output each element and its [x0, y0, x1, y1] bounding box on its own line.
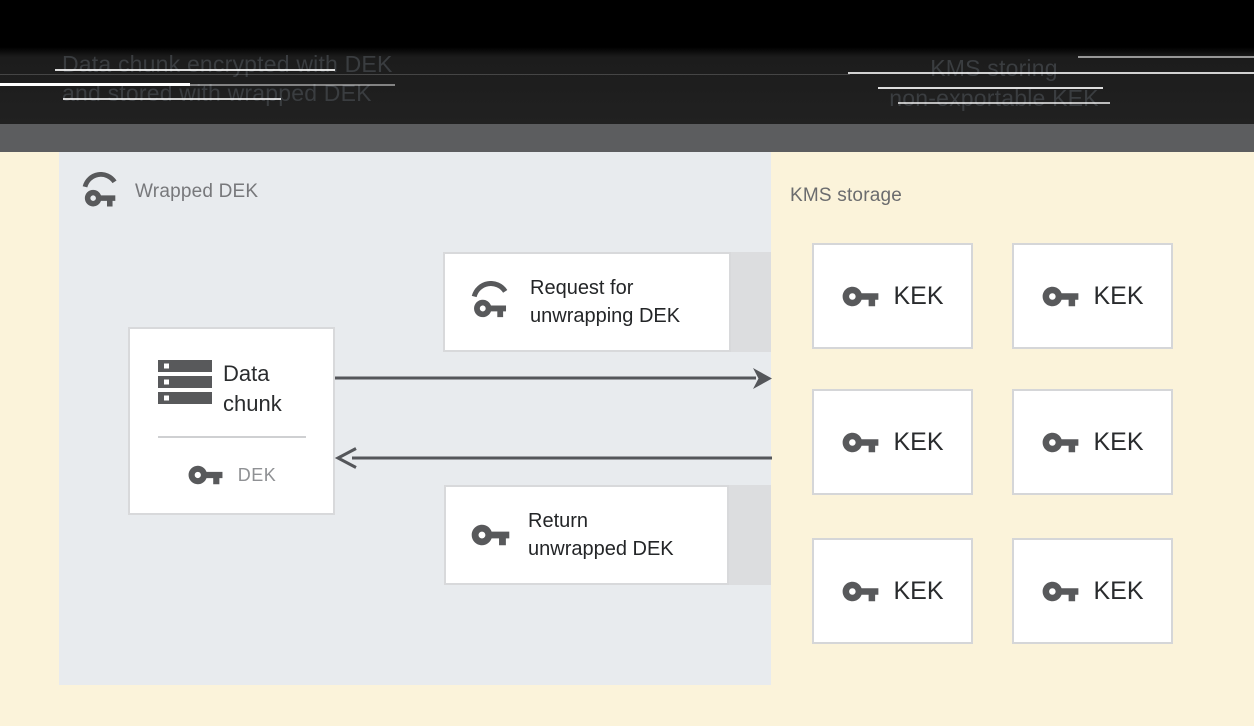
request-unwrap-card: Request for unwrapping DEK: [443, 252, 731, 352]
caption-kms-storing: KMS storing non-exportable KEK: [852, 53, 1136, 113]
data-chunk-title: Data chunk: [223, 361, 282, 416]
artifact-line: [848, 72, 1254, 74]
wrapped-dek-title: Wrapped DEK: [80, 172, 258, 212]
kek-card: KEK: [1012, 389, 1173, 495]
artifact-line: [63, 98, 281, 100]
caption-line: Data chunk encrypted with DEK: [62, 51, 393, 77]
artifact-line: [878, 87, 1103, 89]
wrapped-dek-label: Wrapped DEK: [135, 181, 259, 202]
key-icon: [1043, 432, 1079, 452]
artifact-line: [0, 83, 190, 86]
key-swoosh-icon: [471, 281, 508, 318]
artifact-line: [1078, 56, 1254, 58]
return-unwrapped-card: Return unwrapped DEK: [444, 485, 729, 585]
data-chunk-card: Data chunk DEK: [128, 327, 335, 515]
card-divider: [158, 436, 306, 438]
caption-line: non-exportable KEK: [889, 85, 1099, 111]
artifact-line: [190, 84, 395, 86]
key-icon: [188, 465, 223, 485]
request-card-tail: [731, 252, 771, 352]
caption-line: KMS storing: [930, 55, 1058, 81]
key-swoosh-icon: [82, 172, 117, 207]
artifact-line: [55, 69, 335, 71]
divider-band: [0, 124, 1254, 152]
dek-row: DEK: [130, 453, 333, 497]
kek-card: KEK: [812, 389, 973, 495]
key-icon: [843, 286, 879, 306]
kek-card: KEK: [812, 538, 973, 644]
figure-header: Data chunk encrypted with DEK and stored…: [0, 0, 1254, 124]
dek-label: DEK: [237, 464, 277, 485]
request-card-text: Request for unwrapping DEK: [530, 277, 681, 327]
artifact-line: [898, 102, 1110, 104]
kek-card: KEK: [812, 243, 973, 349]
kms-storage-label: KMS storage: [790, 185, 903, 206]
server-stack-icon: [158, 360, 212, 404]
return-card-text: Return unwrapped DEK: [528, 510, 674, 560]
kek-card: KEK: [1012, 538, 1173, 644]
key-icon: [1043, 286, 1079, 306]
key-icon: [1043, 581, 1079, 601]
key-icon: [843, 581, 879, 601]
artifact-line: [0, 74, 850, 75]
key-icon: [471, 524, 510, 546]
return-card-tail: [729, 485, 771, 585]
key-icon: [843, 432, 879, 452]
kek-card: KEK: [1012, 243, 1173, 349]
